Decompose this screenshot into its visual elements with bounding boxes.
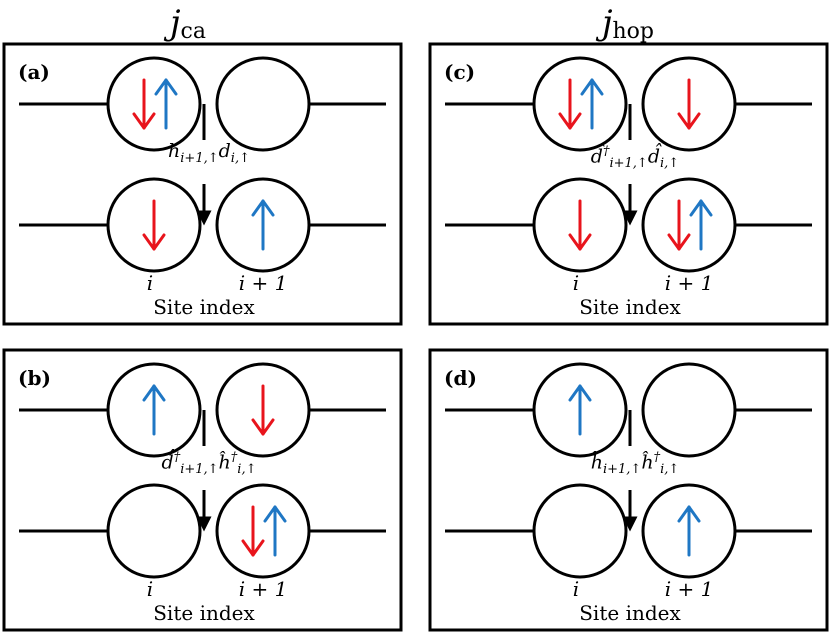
panel-d-after-site-i [532, 483, 628, 579]
panel-a-before-site-i-spin-up-arrow-head [154, 78, 178, 96]
panel-a-operator-box: ĥi+1,↑d̂i,↑ [168, 142, 250, 166]
panel-c-after-site-i1 [641, 177, 737, 273]
panel-a-before-site-i-spin-down-arrow-head [132, 112, 156, 130]
panel-c-after-site-i1-spin-down-arrow-head [667, 233, 691, 251]
column-title-ca-subscript: ca [181, 19, 206, 44]
panel-b-after-site-i-circle [106, 483, 202, 579]
column-title-hop-subscript: hop [613, 19, 655, 44]
panel-d-before-site-i1-circle [641, 362, 737, 458]
panel-c-after-site-i1-circle [641, 177, 737, 273]
panel-d-axis-label: Site index [579, 601, 681, 625]
panel-c-after-site-i-spin-down-arrow-head [568, 233, 592, 251]
panel-c-before-site-i [532, 56, 628, 152]
panel-a-frame [2, 42, 403, 326]
panel-a-after-site-i1 [215, 177, 311, 273]
panel-c-after-site-i [532, 177, 628, 273]
panel-b-operator: d̂†i+1,↑ĥ†i,↑ [161, 450, 257, 478]
panel-b-after-site-i1-spin-up-arrow-head [263, 505, 287, 523]
panel-a-site-label-i1: i + 1 [239, 271, 288, 295]
panel-a-after-site-i [106, 177, 202, 273]
panel-d-frame [428, 348, 829, 632]
panel-c-before-site-i-spin-up-arrow-head [580, 78, 604, 96]
panel-b-site-label-i: i [147, 577, 153, 601]
panel-b-after-site-i1-circle [215, 483, 311, 579]
panel-d-operator-box: ĥi+1,↑ĥ†i,↑ [590, 450, 680, 478]
panel-b-after-site-i1-spin-down-arrow-head [241, 539, 265, 557]
panel-b-before-site-i1 [215, 362, 311, 458]
panel-b-after-site-i1 [215, 483, 311, 579]
panel-d-after-site-i1-circle [641, 483, 737, 579]
panel-d-site-label-i: i [573, 577, 579, 601]
panel-d-after-site-i-circle [532, 483, 628, 579]
panel-b-before-site-i [106, 362, 202, 458]
panel-d-before-site-i1 [641, 362, 737, 458]
panel-c-site-label-i1: i + 1 [665, 271, 714, 295]
panel-b-before-site-i1-spin-down-arrow-head [251, 418, 275, 436]
panel-a-before-site-i [106, 56, 202, 152]
column-title-hop-symbol: j [595, 3, 613, 43]
panel-a-before-site-i1 [215, 56, 311, 152]
panel-c-after-site-i1-spin-up-arrow-head [689, 199, 713, 217]
panel-d-before-site-i-circle [532, 362, 628, 458]
panel-b-label: (b) [18, 366, 51, 390]
panel-a-operator: ĥi+1,↑d̂i,↑ [168, 142, 250, 166]
panel-a-after-site-i-spin-down-arrow-head [142, 233, 166, 251]
panel-c-before-site-i1-spin-down-arrow-head [677, 112, 701, 130]
panel-b-frame [2, 348, 403, 632]
panel-d-before-site-i [532, 362, 628, 458]
panel-b-before-site-i1-circle [215, 362, 311, 458]
panel-a-axis-label: Site index [153, 295, 255, 319]
panel-a-site-label-i: i [147, 271, 153, 295]
panel-a-after-site-i1-circle [215, 177, 311, 273]
panel-b-site-label-i1: i + 1 [239, 577, 288, 601]
column-title-ca-symbol: j [163, 3, 181, 43]
panel-b-before-site-i-circle [106, 362, 202, 458]
panel-b-before-site-i-spin-up-arrow-head [142, 384, 166, 402]
column-title-hop: jhop [595, 3, 654, 44]
panel-b-axis-label: Site index [153, 601, 255, 625]
panel-d-after-site-i1-spin-up-arrow-head [677, 505, 701, 523]
panel-a-label: (a) [18, 60, 50, 84]
panel-c-before-site-i-spin-down-arrow-head [558, 112, 582, 130]
panel-d-before-site-i-spin-up-arrow-head [568, 384, 592, 402]
panel-c-axis-label: Site index [579, 295, 681, 319]
panel-c-before-site-i-circle [532, 56, 628, 152]
panel-c-before-site-i1 [641, 56, 737, 152]
panel-c-before-site-i1-circle [641, 56, 737, 152]
panel-a-after-site-i1-spin-up-arrow-head [251, 199, 275, 217]
panel-b-operator-box: d̂†i+1,↑ĥ†i,↑ [161, 450, 257, 478]
panel-d-label: (d) [444, 366, 477, 390]
panel-d-site-label-i1: i + 1 [665, 577, 714, 601]
panel-b-after-site-i [106, 483, 202, 579]
panel-c-operator-box: d̂†i+1,↑d̂i,↑ [590, 144, 680, 172]
panel-c-site-label-i: i [573, 271, 579, 295]
panel-d-operator: ĥi+1,↑ĥ†i,↑ [590, 450, 680, 478]
panel-a-before-site-i1-circle [215, 56, 311, 152]
panel-c-frame [428, 42, 829, 326]
panel-c-operator: d̂†i+1,↑d̂i,↑ [590, 144, 680, 172]
panel-a-before-site-i-circle [106, 56, 202, 152]
panel-d-after-site-i1 [641, 483, 737, 579]
panel-c-label: (c) [444, 60, 475, 84]
column-title-ca: jca [163, 3, 206, 44]
